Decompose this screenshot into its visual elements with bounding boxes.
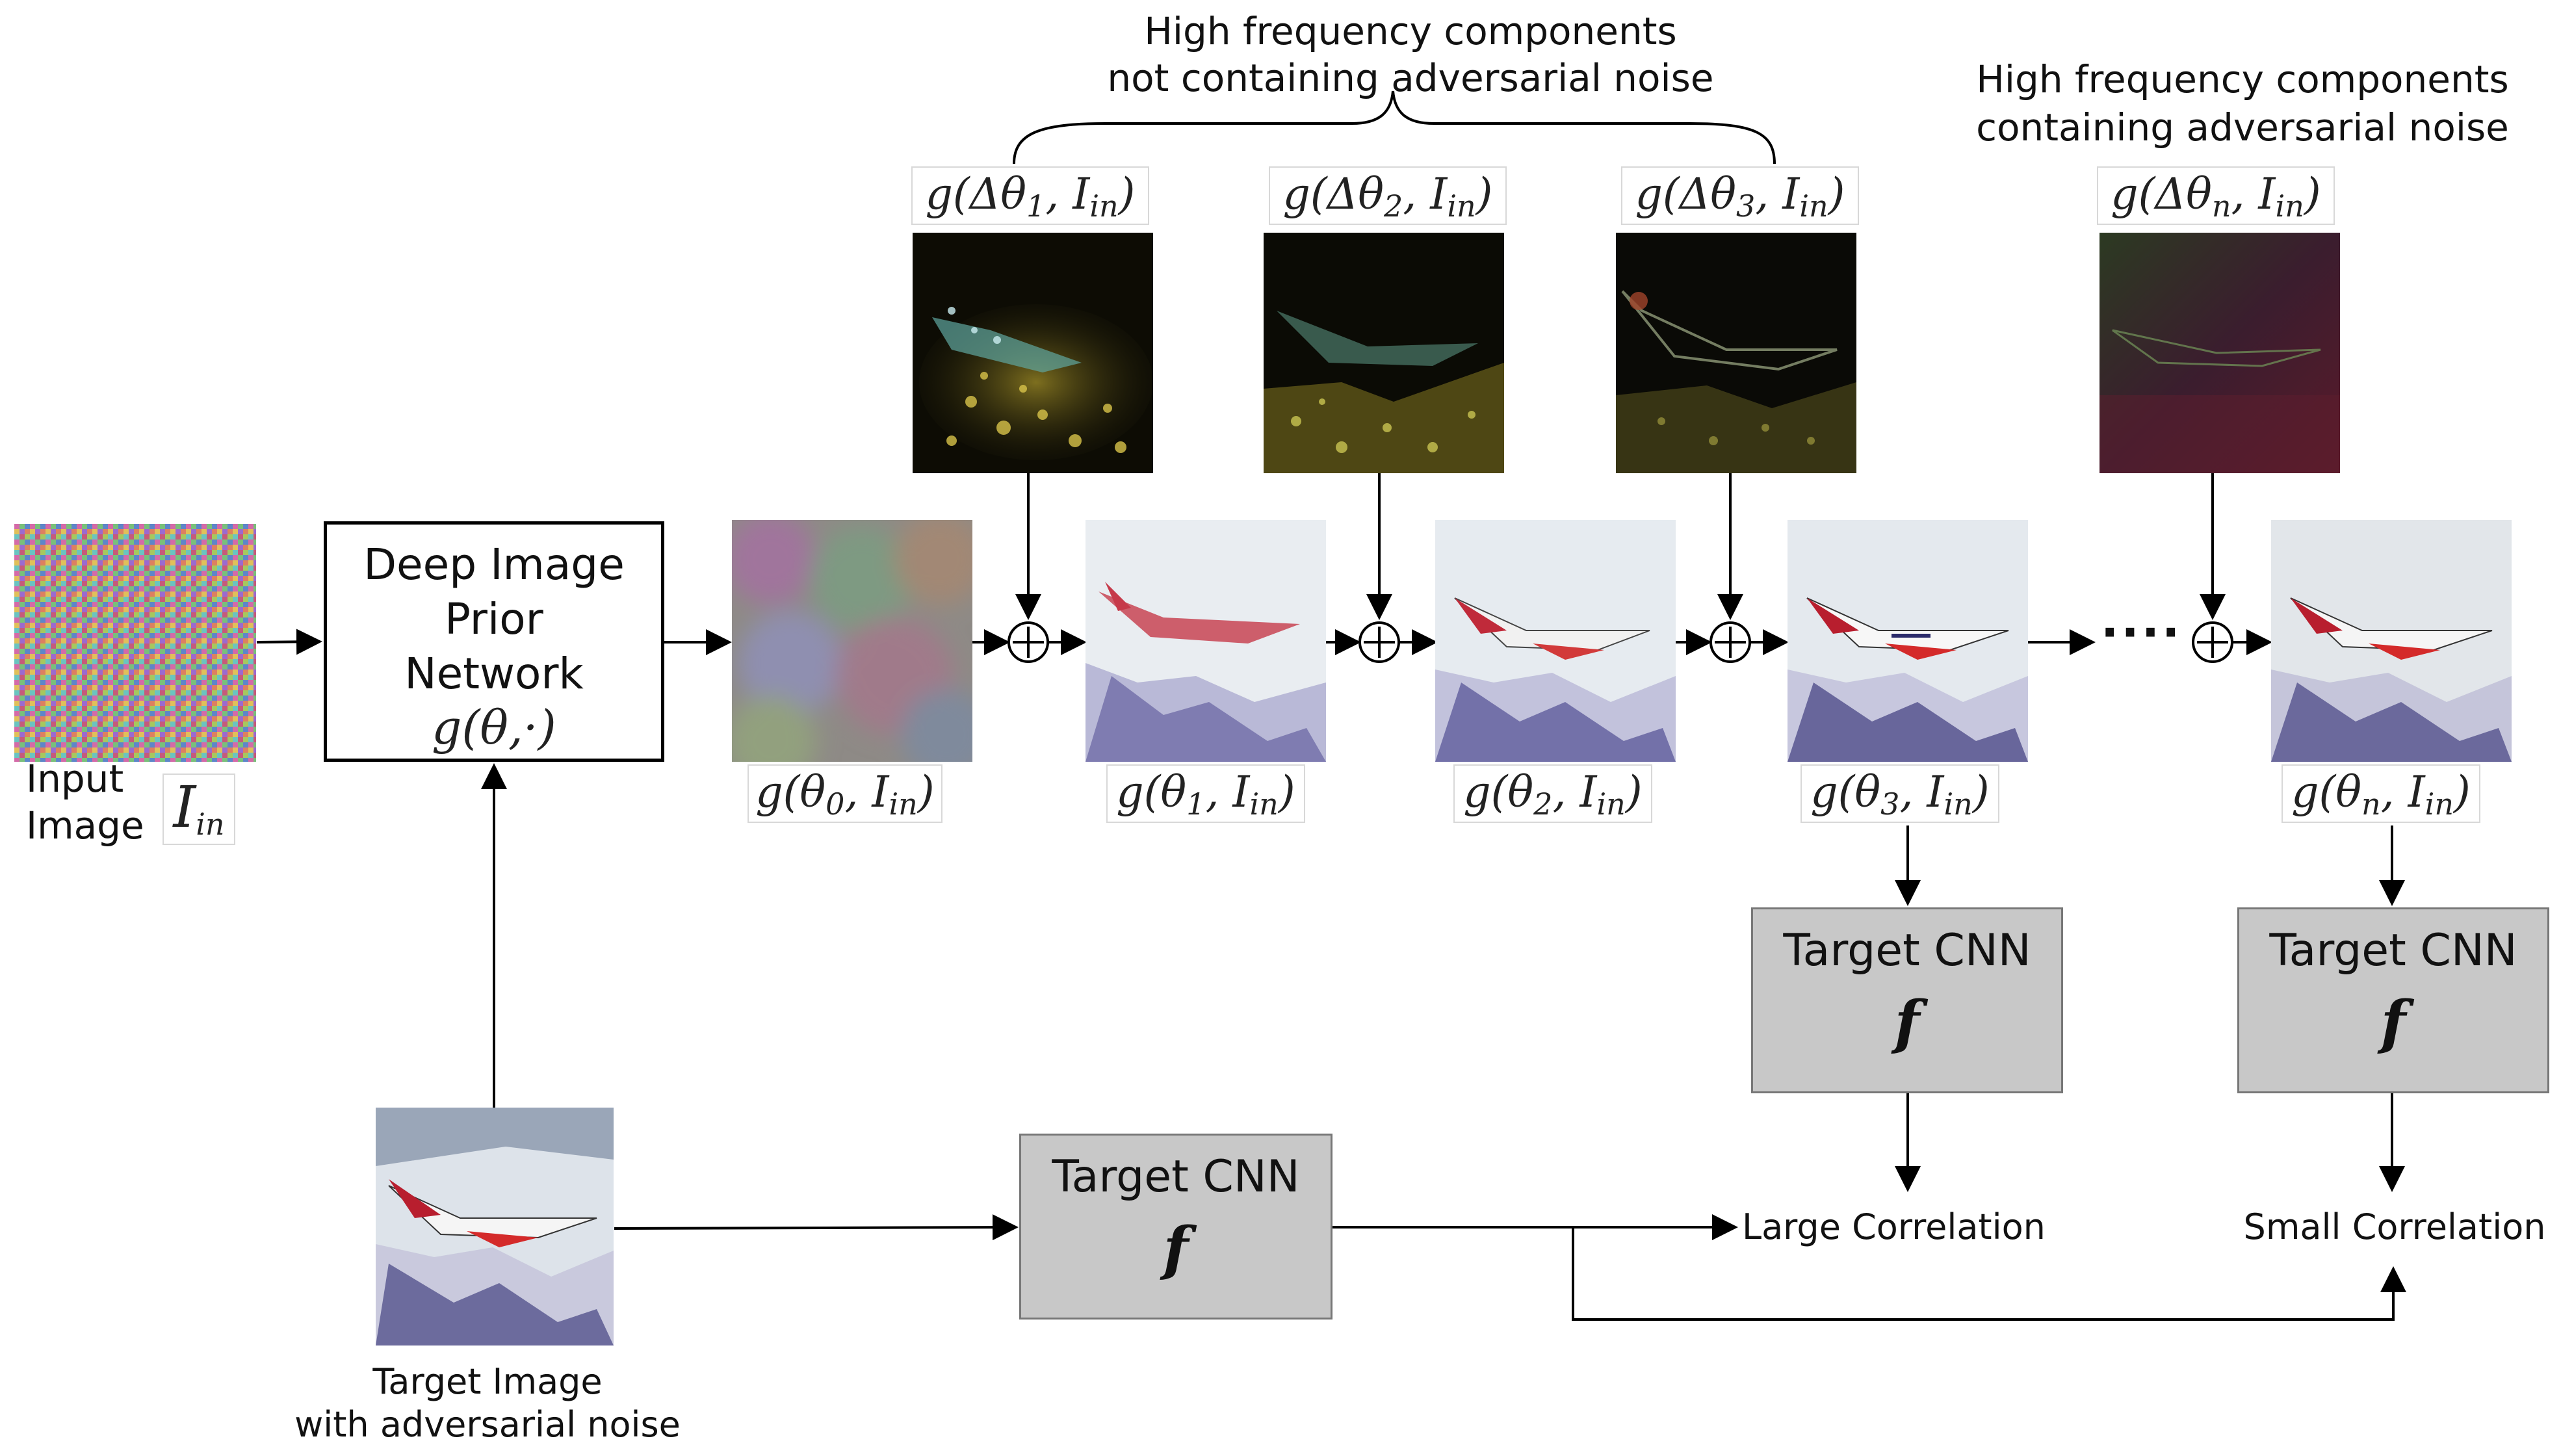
deep-image-prior-box: Deep Image Prior Network g(θ,·) — [324, 521, 664, 762]
delta-label-2: g(Δθ2, Iin) — [1269, 166, 1507, 225]
delta-image-n — [2100, 233, 2340, 473]
target-image-label-line1: Target Image — [372, 1361, 603, 1402]
target-cnn-title: Target CNN — [1052, 1151, 1300, 1202]
output-label-3: g(θ3, Iin) — [1800, 764, 1999, 823]
target-cnn-title: Target CNN — [2269, 925, 2517, 976]
annotation-not-containing-line1: High frequency components — [1144, 9, 1677, 53]
arrow-target-to-cnn — [614, 1214, 1019, 1241]
dip-title-line1: Deep Image — [363, 540, 625, 590]
delta-label-n: g(Δθn, Iin) — [2097, 166, 2335, 225]
delta-label-3: g(Δθ3, Iin) — [1621, 166, 1859, 225]
delta-image-3 — [1616, 233, 1856, 473]
delta-image-2 — [1264, 233, 1504, 473]
target-cnn-box-n: Target CNN f — [2237, 907, 2549, 1093]
annotation-containing-line2: containing adversarial noise — [1976, 105, 2509, 150]
plus-node-1 — [1008, 621, 1049, 663]
target-cnn-symbol: f — [1894, 988, 1920, 1057]
target-cnn-symbol: f — [2380, 988, 2406, 1057]
output-label-n: g(θn, Iin) — [2282, 764, 2480, 823]
dip-function: g(θ,·) — [432, 700, 556, 755]
annotation-not-containing-line2: not containing adversarial noise — [1107, 56, 1714, 100]
plus-node-2 — [1358, 621, 1400, 663]
target-image-label-line2: with adversarial noise — [294, 1404, 681, 1445]
output-image-n — [2271, 520, 2512, 762]
output-label-1: g(θ1, Iin) — [1106, 764, 1305, 823]
target-cnn-symbol: f — [1163, 1214, 1189, 1283]
output-image-0 — [732, 520, 972, 762]
target-image — [376, 1108, 614, 1346]
output-image-1 — [1086, 520, 1326, 762]
delta-image-1 — [913, 233, 1153, 473]
delta-label-1: g(Δθ1, Iin) — [911, 166, 1149, 225]
output-image-2 — [1435, 520, 1676, 762]
large-correlation-label: Large Correlation — [1742, 1206, 2046, 1247]
input-symbol: Iin — [162, 774, 235, 845]
arrow-cnn-to-small — [1572, 1227, 2406, 1321]
input-label-line2: Image — [26, 803, 144, 848]
output-label-0: g(θ0, Iin) — [748, 764, 942, 823]
output-image-3 — [1788, 520, 2028, 762]
dip-title-line2: Prior — [445, 594, 543, 644]
target-cnn-box-bottom: Target CNN f — [1019, 1134, 1332, 1320]
target-cnn-title: Target CNN — [1783, 925, 2031, 976]
dip-title-line3: Network — [404, 649, 584, 699]
target-cnn-box-3: Target CNN f — [1751, 907, 2063, 1093]
input-noise-image — [14, 524, 256, 762]
ellipsis-dots: ···· — [2101, 605, 2183, 660]
plus-node-3 — [1710, 621, 1751, 663]
brace — [1013, 90, 1776, 164]
plus-node-n — [2192, 621, 2233, 663]
output-label-2: g(θ2, Iin) — [1453, 764, 1652, 823]
annotation-containing-line1: High frequency components — [1976, 57, 2509, 101]
small-correlation-label: Small Correlation — [2243, 1206, 2546, 1247]
input-label-line1: Input — [26, 757, 124, 801]
